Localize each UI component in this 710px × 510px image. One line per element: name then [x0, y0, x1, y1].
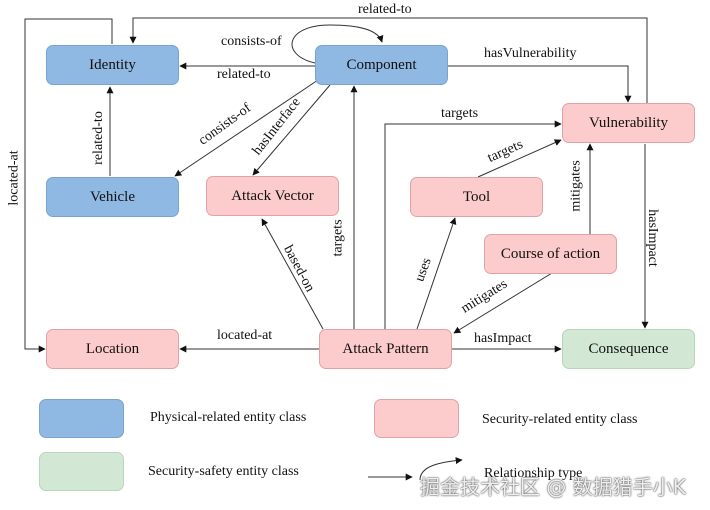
legend-swatch-physical — [39, 399, 124, 438]
edge-attackpattern-tool — [416, 217, 457, 330]
edge-component-vehicle — [174, 79, 319, 177]
entity-location-label: Location — [85, 340, 140, 357]
entity-consequence-label: Consequence — [588, 340, 669, 357]
edge-course-attackpattern — [453, 272, 553, 334]
legend-label-relationship: Relationship type — [484, 466, 583, 481]
entity-component-label: Component — [346, 56, 417, 73]
legend-label-physical: Physical-related entity class — [150, 410, 307, 425]
entity-identity[interactable]: Identity — [46, 45, 179, 85]
label-has-vulnerability: hasVulnerability — [484, 46, 577, 61]
entity-attack-pattern-label: Attack Pattern — [342, 340, 429, 357]
entity-vehicle[interactable]: Vehicle — [46, 177, 179, 217]
label-related-to-top: related-to — [358, 2, 412, 17]
legend-label-security: Security-related entity class — [482, 412, 638, 427]
edge-identity-location — [24, 18, 113, 353]
legend-swatch-safety — [39, 452, 124, 491]
entity-location[interactable]: Location — [46, 329, 179, 369]
label-targets-component: targets — [330, 219, 346, 257]
entity-tool-label: Tool — [462, 188, 491, 205]
legend-curved-arrow — [419, 457, 463, 481]
entity-component[interactable]: Component — [315, 45, 448, 85]
entity-course-of-action-label: Course of action — [500, 245, 601, 262]
edge-component-self — [291, 24, 384, 64]
edge-attackpattern-attackvector — [261, 218, 324, 330]
entity-identity-label: Identity — [89, 56, 136, 73]
label-consists-of-self: consists-of — [221, 34, 282, 49]
entity-attack-pattern[interactable]: Attack Pattern — [319, 329, 452, 369]
entity-attack-vector[interactable]: Attack Vector — [206, 176, 339, 216]
watermark: 掘金技术社区 @ 数据猎手小K — [420, 475, 686, 499]
label-has-impact-attackpattern: hasImpact — [474, 331, 532, 346]
label-located-at-attackpattern: located-at — [217, 328, 273, 343]
edge-attackpattern-vulnerability — [384, 120, 562, 329]
entity-attack-vector-label: Attack Vector — [231, 187, 314, 204]
entity-vulnerability[interactable]: Vulnerability — [562, 103, 695, 143]
label-related-to-component-identity: related-to — [217, 67, 271, 82]
entity-tool[interactable]: Tool — [410, 177, 543, 217]
label-has-impact-vulnerability: hasImpact — [644, 209, 660, 267]
entity-vehicle-label: Vehicle — [90, 188, 135, 205]
edge-component-vulnerability — [448, 65, 632, 103]
legend-swatch-security — [374, 399, 459, 438]
label-located-at-identity: located-at — [6, 150, 22, 206]
legend-label-safety: Security-safety entity class — [148, 464, 299, 479]
label-targets-attackpattern: targets — [441, 106, 479, 121]
edge-tool-vulnerability — [477, 139, 562, 178]
entity-consequence[interactable]: Consequence — [562, 329, 695, 369]
label-mitigates-vulnerability: mitigates — [568, 160, 584, 212]
entity-course-of-action[interactable]: Course of action — [484, 234, 617, 274]
edge-component-attack-vector — [252, 84, 331, 176]
edge-vulnerability-identity — [129, 17, 648, 103]
entity-vulnerability-label: Vulnerability — [588, 114, 669, 131]
label-related-to-vehicle: related-to — [90, 111, 106, 165]
